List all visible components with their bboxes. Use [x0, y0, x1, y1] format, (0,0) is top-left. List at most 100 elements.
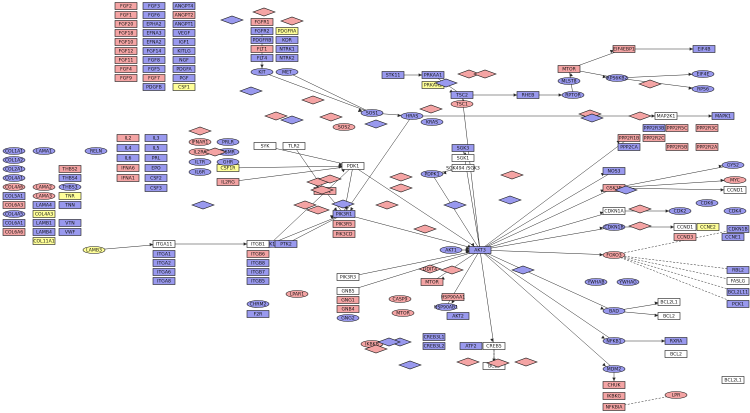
node-fgf14[interactable]: FGF14: [142, 47, 166, 55]
node-pdgfra[interactable]: PDGFRA: [275, 27, 299, 35]
node-ccne2[interactable]: CCNE2: [696, 223, 720, 231]
node-creb3l2[interactable]: CREB3L2: [422, 342, 446, 350]
node-epo[interactable]: EPO: [144, 164, 168, 172]
node-gnb5[interactable]: GNB5: [336, 287, 360, 295]
node-pck1[interactable]: PCK1: [726, 300, 750, 308]
node-stk11[interactable]: STK11: [381, 71, 405, 79]
node-kras[interactable]: KRAS: [420, 118, 444, 126]
node-il2[interactable]: IL2: [116, 134, 140, 142]
node-ikbkg[interactable]: IKBKG: [602, 392, 626, 400]
node-met[interactable]: MET: [275, 68, 299, 76]
node-sgk1[interactable]: SGK1: [451, 154, 475, 162]
node-casp9[interactable]: CASP9: [388, 295, 412, 303]
node-col5a1[interactable]: COL5A1: [2, 192, 26, 200]
node-tnr[interactable]: TNR: [58, 192, 82, 200]
node-f2r[interactable]: F2R: [246, 310, 270, 318]
node-sos1[interactable]: SOS1: [360, 109, 384, 117]
node-bcl2l1[interactable]: BCL2L1: [721, 376, 745, 384]
node-thbs2[interactable]: THBS2: [58, 165, 82, 173]
node-prl[interactable]: PRL: [144, 154, 168, 162]
node-angpt2[interactable]: ANGPT2: [172, 11, 196, 19]
node-gys2[interactable]: GYS2: [721, 161, 745, 169]
node-gnb4[interactable]: GNB4: [336, 305, 360, 313]
node-lpr[interactable]: LPR: [664, 391, 688, 399]
node-ppp2r3b[interactable]: PPP2R3B: [642, 124, 666, 132]
node-bcl2l1[interactable]: BCL2L1: [657, 298, 681, 306]
node-il4[interactable]: IL4: [116, 144, 140, 152]
node-col6a6[interactable]: COL6A6: [2, 228, 26, 236]
node-ptk2[interactable]: PTK2: [274, 240, 298, 248]
node-cdk4[interactable]: CDK4: [723, 207, 747, 215]
node-prkaa1[interactable]: PRKAA1: [421, 71, 445, 79]
node-nfkb1[interactable]: NFKB1: [602, 337, 626, 345]
node-efna3[interactable]: EFNA3: [142, 29, 166, 37]
node-itga11[interactable]: ITGA11: [152, 240, 176, 248]
node-foxo3[interactable]: FOXO3: [602, 251, 626, 259]
node-fgf10[interactable]: FGF10: [114, 38, 138, 46]
node-pdgfrb[interactable]: PDGFRB: [250, 36, 274, 44]
node-lama2[interactable]: LAMA2: [32, 183, 56, 191]
node-pgf[interactable]: PGF: [172, 74, 196, 82]
node-ywhag[interactable]: YWHAG: [616, 278, 640, 286]
node-col4a3[interactable]: COL4A3: [32, 210, 56, 218]
node-faslg[interactable]: FASLG: [726, 277, 750, 285]
node-ppp2r2a[interactable]: PPP2R2A: [695, 143, 719, 151]
node-fgf6[interactable]: FGF6: [142, 11, 166, 19]
node-efna2[interactable]: EFNA2: [142, 38, 166, 46]
node-cdkn1b[interactable]: CDKN1B: [602, 223, 626, 231]
node-fgf8[interactable]: FGF8: [142, 56, 166, 64]
node-il6[interactable]: IL6: [116, 154, 140, 162]
node-cdkn1b[interactable]: CDKN1B: [726, 225, 750, 233]
node-ntrk2[interactable]: NTRK2: [275, 54, 299, 62]
node-osmr[interactable]: OSMR: [216, 148, 240, 156]
node-col4a1[interactable]: COL4A1: [2, 174, 26, 182]
node-itga1[interactable]: ITGA1: [152, 250, 176, 258]
node-csf2[interactable]: CSF2: [144, 174, 168, 182]
node-itgb8[interactable]: ITGB8: [246, 259, 270, 267]
node-bcl2[interactable]: BCL2: [664, 350, 688, 358]
node-lamb1[interactable]: LAMB1: [32, 219, 56, 227]
node-mtor[interactable]: MTOR: [391, 309, 415, 317]
node-ppp2r5b[interactable]: PPP2R5B: [665, 143, 689, 151]
node-akt1[interactable]: AKT1: [439, 246, 463, 254]
node-rps6kb2[interactable]: RPS6KB2: [605, 74, 629, 82]
node-kdr[interactable]: KDR: [275, 36, 299, 44]
node-pik3r3[interactable]: PIK3R3: [336, 273, 360, 281]
node-il7r[interactable]: IL7R: [188, 158, 212, 166]
node-hsp90aa1[interactable]: HSP90AA1: [441, 293, 465, 301]
node-ifna1[interactable]: IFNA1: [116, 174, 140, 182]
node-lama4[interactable]: LAMA4: [32, 201, 56, 209]
node-cdk6[interactable]: CDK6: [695, 199, 719, 207]
node-col4a5[interactable]: COL4A5: [2, 210, 26, 218]
node-nos3[interactable]: NOS3: [602, 167, 626, 175]
node-csf1[interactable]: CSF1: [172, 83, 196, 91]
node-pik3cd[interactable]: PIK3CD: [332, 230, 356, 238]
node-lama1[interactable]: LAMA1: [32, 147, 56, 155]
node-il3[interactable]: IL3: [144, 134, 168, 142]
node-rptor[interactable]: RPTOR: [561, 91, 585, 99]
node-fgfr1[interactable]: FGFR1: [250, 18, 274, 26]
node-prlr[interactable]: PRLR: [216, 138, 240, 146]
node-bad[interactable]: BAD: [602, 307, 626, 315]
node-gng2[interactable]: GNG2: [336, 314, 360, 322]
node-epha2[interactable]: EPHA2: [142, 20, 166, 28]
node-il5[interactable]: IL5: [144, 144, 168, 152]
node-thbs4[interactable]: THBS4: [58, 174, 82, 182]
node-chuk[interactable]: CHUK: [602, 381, 626, 389]
node-ccnd1[interactable]: CCND1: [723, 186, 747, 194]
node-angpt1[interactable]: ANGPT1: [172, 20, 196, 28]
node-akt3[interactable]: AKT3: [468, 246, 492, 254]
node-igf1[interactable]: IGF1: [172, 38, 196, 46]
node-syk[interactable]: SYK: [253, 142, 277, 150]
node-col1a2[interactable]: COL1A2: [2, 156, 26, 164]
node-sos2[interactable]: SOS2: [332, 123, 356, 131]
node-ghr[interactable]: GHR: [216, 158, 240, 166]
node-pdgfb[interactable]: PDGFB: [142, 83, 166, 91]
node-angpt4[interactable]: ANGPT4: [172, 2, 196, 10]
node-bcl2[interactable]: BCL2: [657, 312, 681, 320]
node-chrm2[interactable]: CHRM2: [246, 300, 270, 308]
node-creb5[interactable]: CREB5: [482, 342, 506, 350]
node-hras[interactable]: HRAS: [400, 112, 424, 120]
node-pik3r1[interactable]: PIK3R1: [332, 210, 356, 218]
node-itga2[interactable]: ITGA2: [152, 259, 176, 267]
